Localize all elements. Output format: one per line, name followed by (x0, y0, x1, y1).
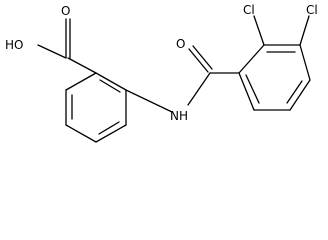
left-ring-inner-double-2 (98, 121, 120, 135)
left-ring-bond-3 (95, 124, 127, 143)
chlorine-3-label: Cl (306, 3, 318, 17)
ring-nh-bond (125, 89, 173, 113)
acid-ring-bond (67, 57, 97, 74)
amide-c-o-double-bond-b (192, 45, 213, 70)
bond-lines (37, 15, 311, 143)
left-ring-inner-double-1 (99, 79, 121, 93)
atom-labels: HO O NH O Cl Cl (5, 3, 318, 123)
left-ring-bond-1 (95, 72, 127, 91)
amide-oxygen-label: O (176, 37, 185, 51)
right-ring-bond-3 (299, 44, 311, 81)
acid-c-oh-bond (37, 44, 67, 59)
chlorine-2-bond (253, 15, 265, 46)
chlorine-3-bond (299, 15, 310, 46)
amide-c-o-double-bond-a (188, 48, 209, 73)
amide-nitrogen-label: NH (170, 109, 188, 123)
left-ring-bond-6 (65, 72, 97, 91)
chemical-structure: HO O NH O Cl Cl (5, 3, 318, 143)
right-ring-inner-double-3 (245, 74, 260, 104)
right-ring-bond-1 (238, 44, 265, 74)
right-ring-bond-6 (238, 72, 255, 111)
right-ring-bond-4 (289, 79, 311, 111)
right-ring-inner-double-2 (286, 80, 303, 104)
nh-carbonyl-bond (187, 72, 211, 106)
left-ring-bond-4 (65, 124, 97, 143)
acid-oxygen-label: O (61, 4, 70, 18)
hydroxyl-label: HO (5, 38, 23, 52)
chlorine-2-label: Cl (243, 3, 255, 17)
